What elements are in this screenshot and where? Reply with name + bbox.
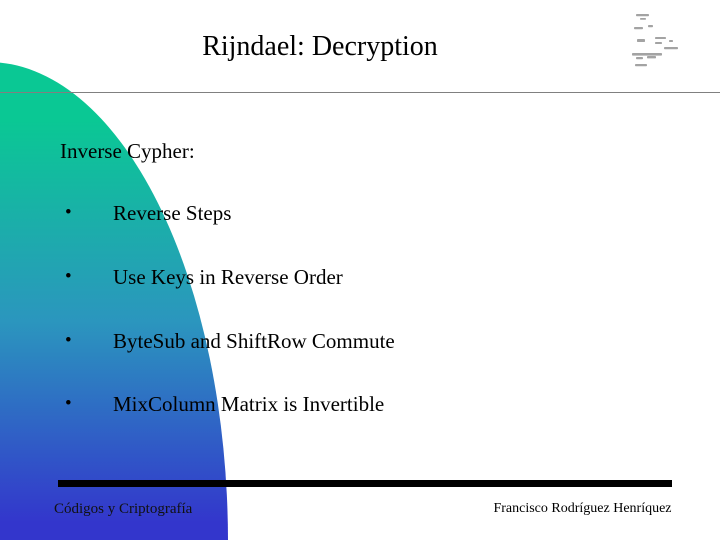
bullet-item: • MixColumn Matrix is Invertible [60,390,700,418]
bullet-marker-icon: • [65,330,72,351]
footer-course-label: Códigos y Criptografía [54,501,193,517]
bullet-text: ByteSub and ShiftRow Commute [113,329,395,353]
title-divider-rule [0,92,720,93]
slide-title: Rijndael: Decryption [202,31,438,62]
bullet-text: Reverse Steps [113,201,232,225]
footer-divider-rule [58,480,672,487]
bullet-item: • Reverse Steps [60,199,700,227]
bullet-text: Use Keys in Reverse Order [113,265,343,289]
footer-author-label: Francisco Rodríguez Henríquez [493,501,672,516]
bullet-item: • Use Keys in Reverse Order [60,263,700,291]
bullet-text: MixColumn Matrix is Invertible [113,392,385,416]
bullet-marker-icon: • [65,202,72,223]
faint-formula-logo-icon [622,8,694,70]
lead-heading: Inverse Cypher: [60,139,195,163]
bullet-marker-icon: • [65,266,72,287]
bullet-item: • ByteSub and ShiftRow Commute [60,327,700,355]
bullet-marker-icon: • [65,393,72,414]
